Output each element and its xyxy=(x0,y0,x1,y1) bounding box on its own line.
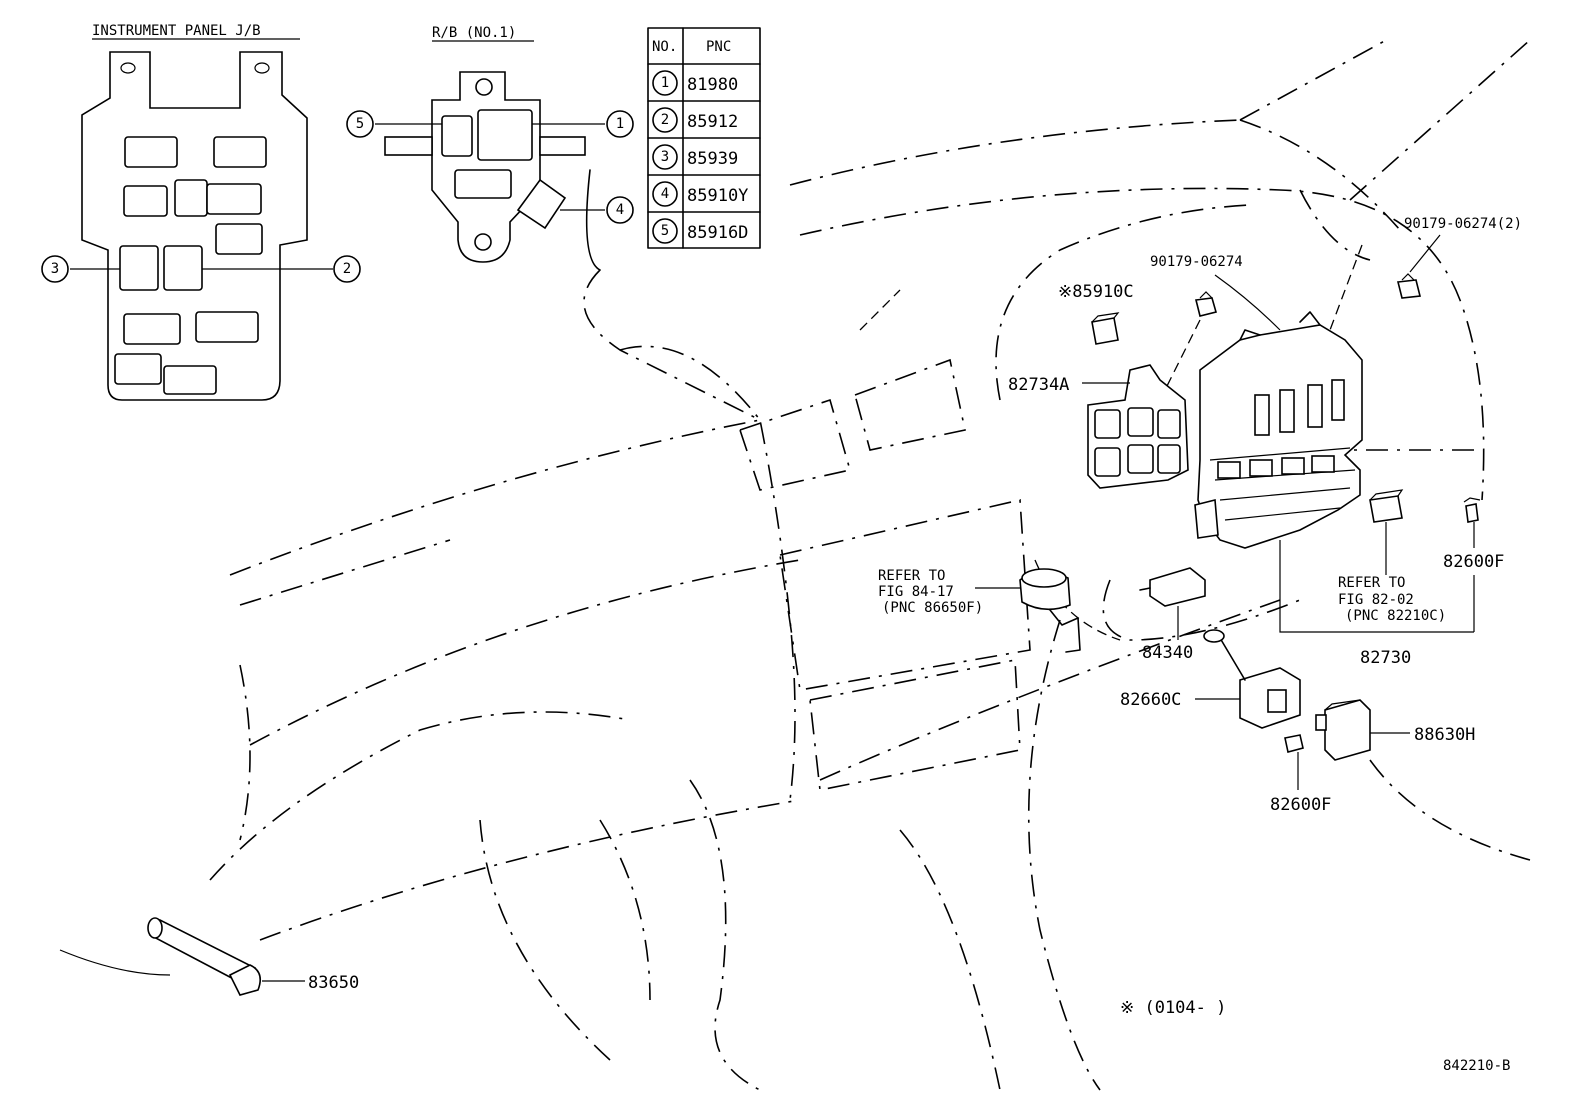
svg-text:1: 1 xyxy=(661,75,669,91)
svg-text:5: 5 xyxy=(661,223,669,239)
svg-text:85939: 85939 xyxy=(687,149,738,169)
svg-text:2: 2 xyxy=(661,112,669,128)
svg-text:3: 3 xyxy=(661,149,669,165)
svg-text:FIG 82-02: FIG 82-02 xyxy=(1338,592,1414,608)
svg-text:※85910C: ※85910C xyxy=(1058,282,1134,302)
svg-text:84340: 84340 xyxy=(1142,643,1193,663)
part-refer-86650f: REFER TO FIG 84-17 (PNC 86650F) xyxy=(878,568,1081,653)
svg-text:82600F: 82600F xyxy=(1270,795,1331,815)
instrument-panel-header: INSTRUMENT PANEL J/B xyxy=(92,23,261,39)
svg-text:81980: 81980 xyxy=(687,75,738,95)
svg-text:82730: 82730 xyxy=(1360,648,1411,668)
svg-text:REFER TO: REFER TO xyxy=(1338,575,1405,591)
part-82730-junction-block xyxy=(1194,311,1363,549)
svg-text:4: 4 xyxy=(616,202,624,218)
svg-text:90179-06274(2): 90179-06274(2) xyxy=(1404,216,1522,232)
svg-text:5: 5 xyxy=(356,116,364,132)
svg-text:82660C: 82660C xyxy=(1120,690,1181,710)
svg-text:85916D: 85916D xyxy=(687,223,748,243)
callout-1: 1 xyxy=(606,110,634,138)
figure-id: 842210-B xyxy=(1443,1058,1510,1074)
pnc-row: 3 85939 xyxy=(652,144,738,170)
callout-4: 4 xyxy=(606,196,634,224)
svg-text:90179-06274: 90179-06274 xyxy=(1150,254,1243,270)
relay-block-no1: R/B (NO.1) 5 1 4 xyxy=(346,25,634,263)
part-82730-bracket: 82730 xyxy=(1279,540,1474,668)
part-90179-06274-b: 90179-06274(2) xyxy=(1329,216,1522,331)
part-refer-82210c: REFER TO FIG 82-02 (PNC 82210C) xyxy=(1338,489,1446,624)
pnc-row: 4 85910Y xyxy=(652,181,748,207)
part-82734a: 82734A xyxy=(1008,364,1189,489)
pnc-table: NO. PNC 1 81980 2 85912 3 85939 4 85910Y… xyxy=(647,27,761,249)
pnc-col-pnc: PNC xyxy=(706,39,731,55)
instrument-panel-junction-block: INSTRUMENT PANEL J/B 3 2 xyxy=(41,23,361,401)
callout-5: 5 xyxy=(346,110,374,138)
pnc-row: 2 85912 xyxy=(652,107,738,133)
part-84340: 84340 xyxy=(1139,567,1206,663)
part-90179-06274-a: 90179-06274 xyxy=(1150,254,1281,401)
callout-3: 3 xyxy=(41,255,69,283)
svg-text:REFER TO: REFER TO xyxy=(878,568,945,584)
callout-2: 2 xyxy=(333,255,361,283)
svg-text:(PNC 86650F): (PNC 86650F) xyxy=(882,600,983,616)
svg-text:88630H: 88630H xyxy=(1414,725,1475,745)
svg-text:FIG 84-17: FIG 84-17 xyxy=(878,584,954,600)
pnc-row: 1 81980 xyxy=(652,70,738,96)
svg-text:82600F: 82600F xyxy=(1443,552,1504,572)
part-83650: 83650 xyxy=(147,917,359,996)
pnc-col-no: NO. xyxy=(652,39,677,55)
part-88630h: 88630H xyxy=(1315,699,1475,761)
pnc-row: 5 85916D xyxy=(652,218,748,244)
svg-text:3: 3 xyxy=(51,261,59,277)
part-82600f-a: 82600F xyxy=(1443,497,1504,632)
relay-block-header: R/B (NO.1) xyxy=(432,25,516,41)
vehicle-outline xyxy=(59,37,1531,1091)
svg-text:4: 4 xyxy=(661,186,669,202)
svg-text:85910Y: 85910Y xyxy=(687,186,748,206)
part-82660c: 82660C xyxy=(1120,629,1301,729)
svg-text:85912: 85912 xyxy=(687,112,738,132)
part-85910c: ※85910C xyxy=(1058,282,1134,345)
date-note: ※ (0104- ) xyxy=(1120,998,1226,1018)
svg-text:83650: 83650 xyxy=(308,973,359,993)
svg-text:(PNC 82210C): (PNC 82210C) xyxy=(1345,608,1446,624)
part-82600f-b: 82600F xyxy=(1270,734,1331,815)
svg-text:2: 2 xyxy=(343,261,351,277)
svg-text:1: 1 xyxy=(616,116,624,132)
svg-text:82734A: 82734A xyxy=(1008,375,1069,395)
